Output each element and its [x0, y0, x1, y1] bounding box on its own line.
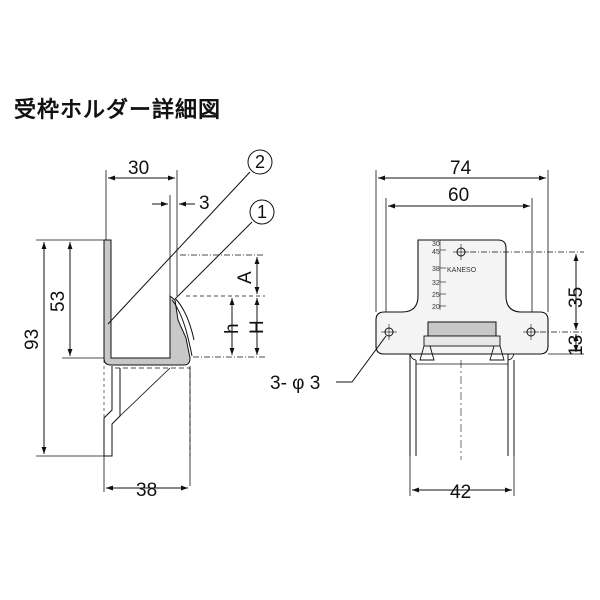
brand-mark: KANESO — [447, 267, 477, 274]
dim-35-label: 35 — [566, 287, 587, 308]
dim-42-label: 42 — [450, 482, 471, 503]
dim-53-label: 53 — [48, 291, 69, 312]
scale-mark: 38 — [432, 266, 440, 273]
callout-2-leader — [107, 171, 251, 325]
bracket-plate — [375, 239, 549, 355]
mounting-hole-left — [381, 324, 397, 340]
scale-mark: 45 — [432, 249, 440, 256]
scale-mark: 20 — [432, 304, 440, 311]
hole-callout-label: 3- φ 3 — [270, 373, 320, 394]
mounting-hole-right — [523, 324, 539, 340]
page-title: 受枠ホルダー詳細図 — [14, 98, 222, 123]
dim-60-label: 60 — [448, 185, 469, 206]
mounting-hole-top — [453, 244, 469, 260]
callout-2-label: 2 — [255, 152, 265, 172]
dim-30-label: 30 — [128, 158, 149, 179]
dim-A-label: A — [235, 271, 256, 284]
scale-mark: 32 — [432, 280, 440, 287]
dim-h-label: h — [222, 323, 243, 334]
dim-3-label: 3 — [199, 193, 210, 214]
dim-93-label: 93 — [22, 329, 43, 350]
holder-profile — [103, 239, 191, 366]
dim-74-label: 74 — [450, 158, 472, 179]
dim-38-label: 38 — [136, 480, 157, 501]
side-view — [36, 149, 275, 492]
callout-1-leader — [175, 221, 253, 299]
callout-1-label: 1 — [257, 202, 267, 222]
holder-front — [427, 321, 497, 337]
bracket-arm — [103, 366, 121, 457]
front-view — [336, 170, 584, 496]
scale-mark: 30 — [432, 241, 440, 248]
dim-13-label: 13 — [566, 335, 587, 356]
hole-callout-leader — [336, 335, 387, 383]
scale-mark: 25 — [432, 292, 440, 299]
dim-H-label: H — [247, 320, 268, 334]
